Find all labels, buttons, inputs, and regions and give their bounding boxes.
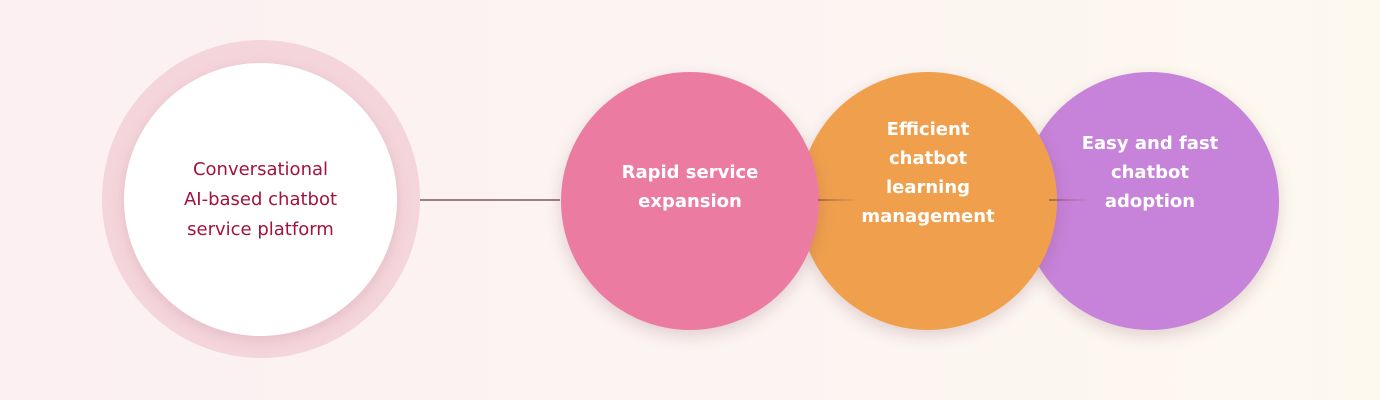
- platform-circle: Conversational AI-based chatbot service …: [124, 63, 397, 336]
- connector-stub-1: [818, 199, 858, 201]
- feature-label-learning-management: Efficient chatbot learning management: [861, 118, 995, 227]
- feature-label-easy-adoption: Easy and fast chatbot adoption: [1081, 132, 1219, 212]
- connector-stub-2: [1049, 199, 1089, 201]
- feature-circle-rapid-expansion: Rapid service expansion: [561, 72, 819, 330]
- feature-circle-learning-management: Efficient chatbot learning management: [799, 72, 1057, 330]
- platform-connector-line: [420, 199, 560, 201]
- feature-label-rapid-expansion: Rapid service expansion: [621, 162, 759, 212]
- feature-circle-easy-adoption: Easy and fast chatbot adoption: [1021, 72, 1279, 330]
- platform-label: Conversational AI-based chatbot service …: [183, 158, 338, 240]
